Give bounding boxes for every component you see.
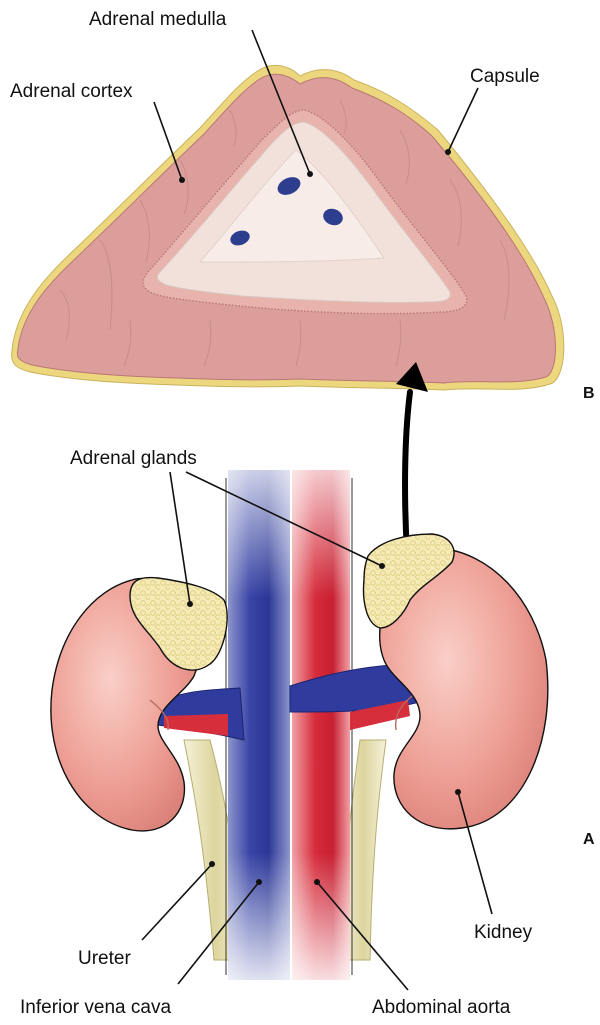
label-abdominal-aorta: Abdominal aorta [372, 997, 511, 1018]
label-ureter: Ureter [78, 948, 131, 969]
label-kidney: Kidney [474, 922, 533, 943]
panel-label-a: A [583, 831, 595, 848]
label-inferior-vena-cava: Inferior vena cava [20, 997, 171, 1018]
adrenal-cross-section [12, 65, 564, 390]
enlargement-arrow [396, 362, 428, 552]
label-adrenal-glands: Adrenal glands [70, 448, 197, 469]
left-renal-artery [164, 714, 228, 736]
panel-label-b: B [583, 385, 595, 402]
renal-anatomy [51, 470, 548, 980]
label-adrenal-cortex: Adrenal cortex [10, 81, 133, 102]
label-adrenal-medulla: Adrenal medulla [89, 9, 227, 30]
label-capsule: Capsule [470, 66, 540, 87]
